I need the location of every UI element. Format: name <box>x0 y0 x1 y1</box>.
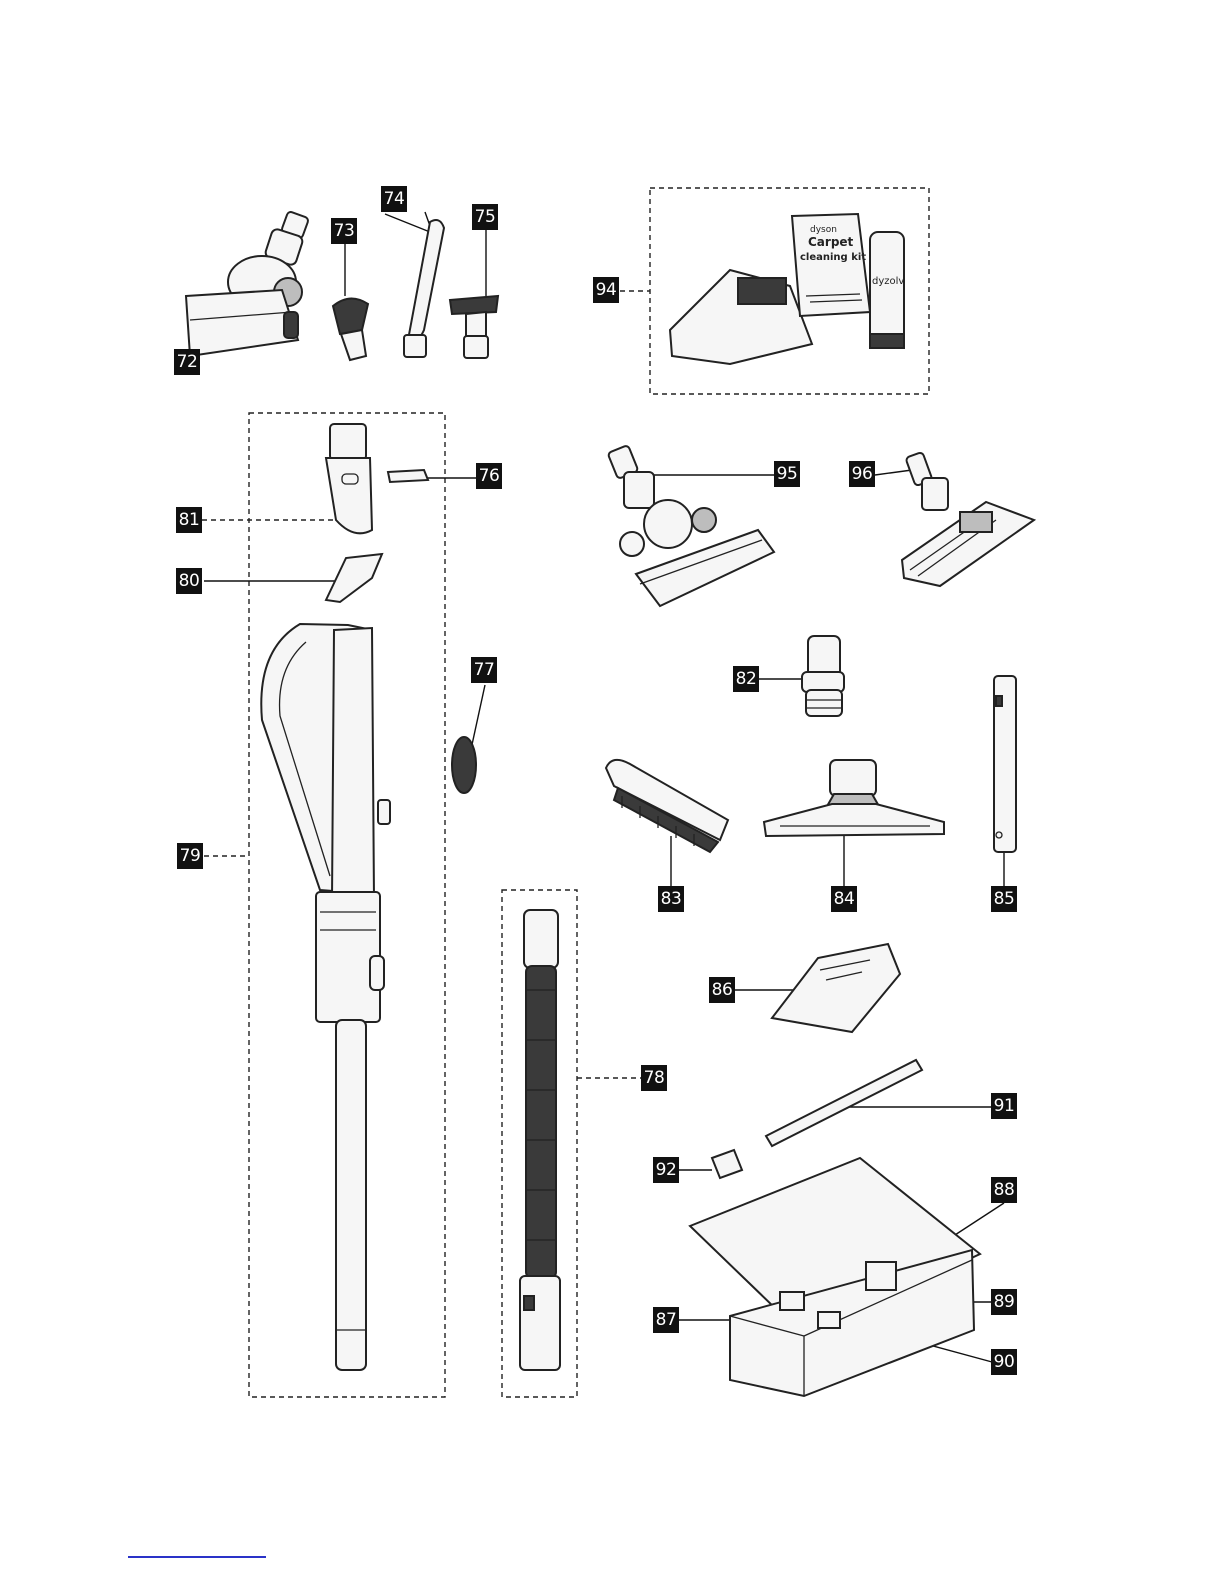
callout-94: 94 <box>593 277 619 303</box>
part-94-carpet-cleaning-kit: dyson Carpet cleaning kit dyzolv <box>670 214 904 364</box>
part-85-extension-wand <box>994 676 1016 852</box>
callout-75: 75 <box>472 204 498 230</box>
callout-76: 76 <box>476 463 502 489</box>
part-96-floor-tool <box>902 452 1034 586</box>
callout-91: 91 <box>991 1093 1017 1119</box>
part-82-adaptor <box>802 636 844 716</box>
callout-78: 78 <box>641 1065 667 1091</box>
kit-box-brand: dyson <box>810 225 837 235</box>
callout-92: 92 <box>653 1157 679 1183</box>
part-75-upholstery-tool <box>450 296 498 358</box>
callout-81: 81 <box>176 507 202 533</box>
part-77-filter <box>452 737 476 793</box>
callout-89: 89 <box>991 1289 1017 1315</box>
callout-84: 84 <box>831 886 857 912</box>
callout-77: 77 <box>471 657 497 683</box>
part-72-mini-turbine-head <box>186 211 309 356</box>
kit-box-line1: Carpet <box>808 235 854 249</box>
part-91-rail <box>766 1060 922 1146</box>
part-84-hard-floor-tool <box>764 760 944 836</box>
part-81-wand-top <box>326 424 372 533</box>
part-73-stair-tool <box>333 298 368 360</box>
callout-85: 85 <box>991 886 1017 912</box>
part-74-crevice-tool <box>404 220 444 357</box>
part-78-hose <box>520 910 560 1370</box>
callout-88: 88 <box>991 1177 1017 1203</box>
callout-72: 72 <box>174 349 200 375</box>
footer-link-underline[interactable] <box>128 1556 266 1558</box>
part-76-latch <box>388 470 428 482</box>
callout-87: 87 <box>653 1307 679 1333</box>
callout-96: 96 <box>849 461 875 487</box>
part-80-clip <box>326 554 382 602</box>
callout-74: 74 <box>381 186 407 212</box>
part-92-clip <box>712 1150 742 1178</box>
callout-95: 95 <box>774 461 800 487</box>
callout-73: 73 <box>331 218 357 244</box>
callout-80: 80 <box>176 568 202 594</box>
part-79-wand-assembly <box>261 624 390 1370</box>
callout-86: 86 <box>709 977 735 1003</box>
can-brand: dyzolv <box>872 276 904 287</box>
part-86-manual <box>772 944 900 1032</box>
callout-79: 79 <box>177 843 203 869</box>
callout-90: 90 <box>991 1349 1017 1375</box>
kit-box-line2: cleaning kit <box>800 252 866 263</box>
part-95-turbine-head <box>608 445 774 606</box>
part-87-packaging-box <box>690 1158 980 1396</box>
callout-83: 83 <box>658 886 684 912</box>
part-83-soft-dusting-brush <box>606 760 728 852</box>
callout-82: 82 <box>733 666 759 692</box>
